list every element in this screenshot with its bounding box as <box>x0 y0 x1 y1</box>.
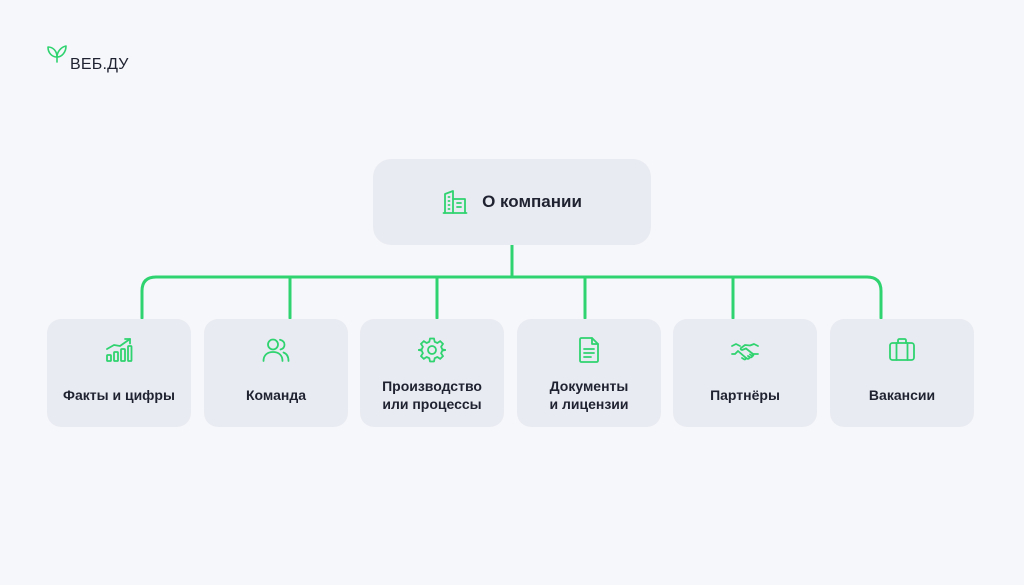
document-icon <box>579 337 599 363</box>
handshake-icon <box>731 343 759 361</box>
node-label: Факты и цифры <box>63 387 175 403</box>
node-label: Производство или процессы <box>382 378 482 412</box>
building-icon <box>442 190 468 214</box>
node-team[interactable]: Команда <box>204 319 348 427</box>
node-documents-and-licenses[interactable]: Документы и лицензии <box>517 319 661 427</box>
node-label: Команда <box>246 387 306 403</box>
brand-logo[interactable]: ВЕБ.ДУ <box>46 44 129 74</box>
root-node-label: О компании <box>482 192 582 211</box>
node-production-or-processes[interactable]: Производство или процессы <box>360 319 504 427</box>
node-partners[interactable]: Партнёры <box>673 319 817 427</box>
connector-horizontal-bar <box>140 275 883 320</box>
node-facts-and-figures[interactable]: Факты и цифры <box>47 319 191 427</box>
leaf-logo-icon <box>47 45 67 63</box>
root-node-about-company[interactable]: О компании <box>373 159 651 245</box>
node-vacancies[interactable]: Вакансии <box>830 319 974 427</box>
gear-icon <box>418 337 446 363</box>
users-icon <box>262 338 290 362</box>
node-label: Вакансии <box>868 387 936 403</box>
node-label: Партнёры <box>710 387 780 403</box>
briefcase-icon <box>889 338 915 361</box>
node-label: Документы и лицензии <box>549 378 629 412</box>
brand-name: ВЕБ.ДУ <box>70 56 129 73</box>
chart-growth-icon <box>106 338 133 362</box>
